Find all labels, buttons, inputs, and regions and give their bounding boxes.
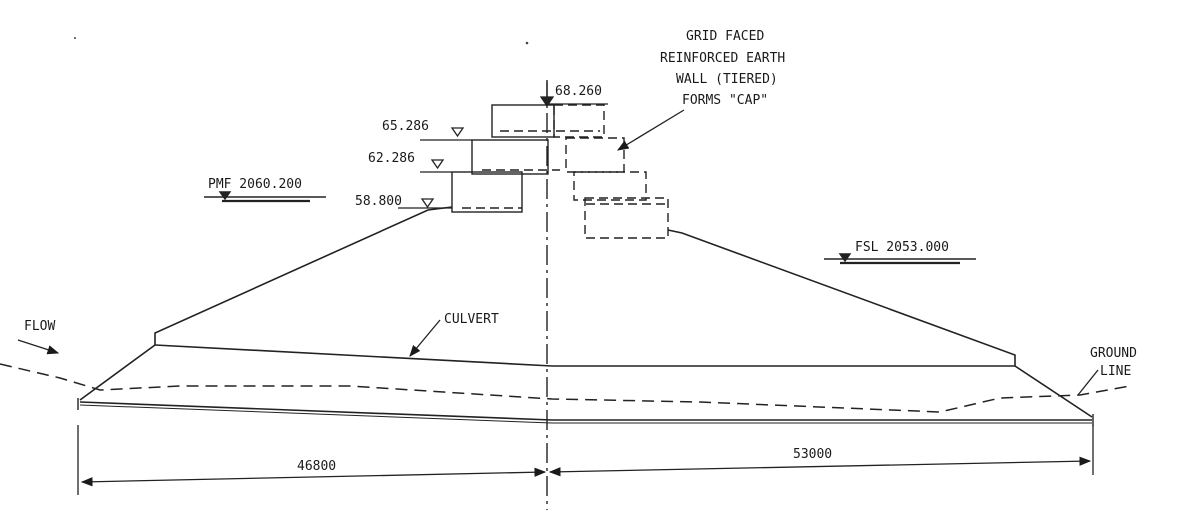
ground-line-label-2: LINE — [1100, 364, 1131, 379]
right-tier-mid — [565, 137, 625, 173]
left-slope — [154, 206, 453, 345]
dimension-lines — [77, 425, 1094, 495]
pmf-label: PMF 2060.200 — [208, 177, 302, 192]
pmf-water-line — [204, 191, 326, 203]
level-tier2-label: 62.286 — [368, 151, 415, 166]
dimension-left-line — [80, 467, 547, 487]
wall-callout-line2: REINFORCED EARTH — [660, 51, 785, 66]
level-tier1-label: 65.286 — [382, 119, 429, 134]
dimension-right-line — [548, 456, 1092, 477]
right-tier-bottom — [573, 171, 647, 201]
right-toe — [1014, 365, 1093, 418]
foundation-line — [79, 401, 1092, 421]
level-top-label: 68.260 — [555, 84, 602, 99]
speck-1 — [74, 37, 76, 39]
wall-callout-line3: WALL (TIERED) — [676, 72, 778, 87]
wall-callout-line1: GRID FACED — [686, 29, 764, 44]
fsl-water-line — [824, 253, 976, 265]
dimension-right-label: 53000 — [793, 447, 832, 462]
speck-2 — [525, 41, 529, 45]
wall-callout: GRID FACED REINFORCED EARTH WALL (TIERED… — [616, 29, 785, 151]
right-tier-base — [584, 197, 669, 239]
culvert-leader — [409, 319, 441, 357]
dimension-left-label: 46800 — [297, 459, 336, 474]
left-tier-bottom — [451, 171, 523, 213]
ground-line-label-1: GROUND — [1090, 346, 1137, 361]
left-tier-top — [491, 104, 555, 138]
ground-line-profile — [0, 363, 1131, 413]
left-tier-mid — [471, 139, 549, 175]
ground-line-leader — [1077, 369, 1099, 396]
fsl-label: FSL 2053.000 — [855, 240, 949, 255]
top-level-marker — [539, 82, 608, 108]
left-toe — [79, 344, 156, 401]
right-tier-top — [553, 104, 605, 138]
right-slope — [667, 229, 1016, 366]
upper-berm-line — [154, 344, 1015, 367]
tier-level-markers — [398, 127, 472, 209]
flow-arrow — [17, 339, 60, 355]
culvert-label: CULVERT — [444, 312, 499, 327]
level-tier3-label: 58.800 — [355, 194, 402, 209]
wall-callout-line4: FORMS "CAP" — [682, 93, 768, 108]
flow-label: FLOW — [24, 319, 55, 334]
base-underline — [79, 404, 553, 424]
wall-cap-blocks — [451, 104, 669, 239]
